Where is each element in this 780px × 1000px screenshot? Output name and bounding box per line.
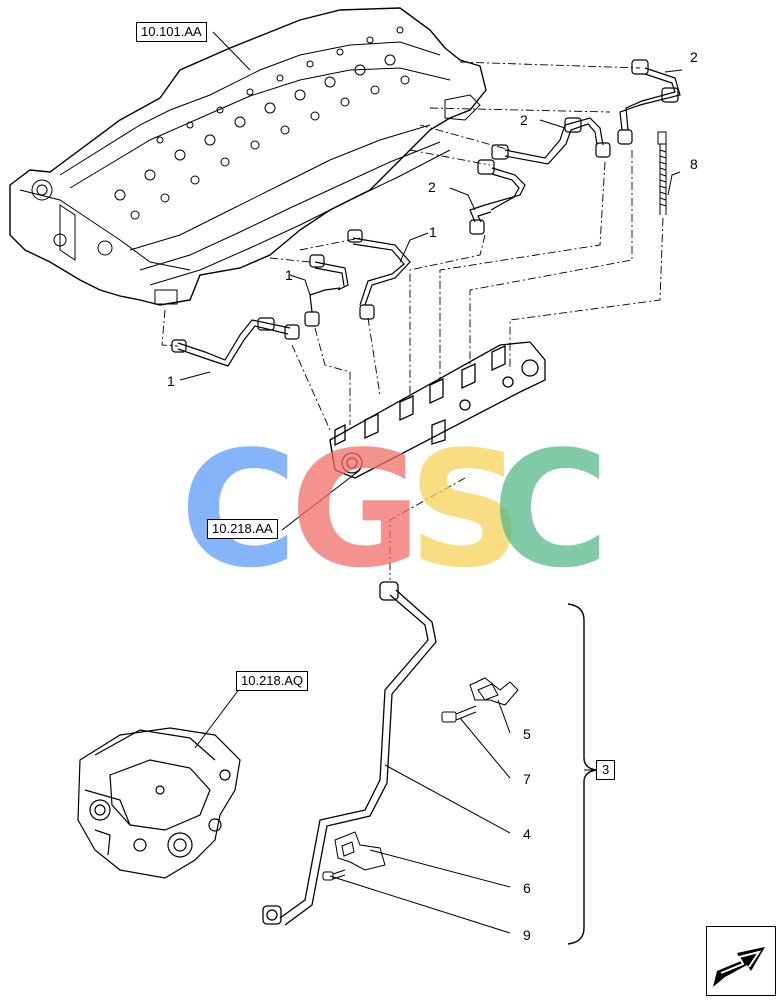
kit-bracket xyxy=(567,603,597,945)
navigation-button[interactable] xyxy=(706,926,776,996)
callout-2-upper: 2 xyxy=(690,49,698,65)
watermark-letter-s: S xyxy=(408,416,524,603)
cylinder-head xyxy=(9,7,487,306)
rail-bolt xyxy=(657,131,667,215)
leader-injection-pump xyxy=(194,687,241,749)
arrow-icon xyxy=(713,947,765,987)
clamp-lower xyxy=(322,831,386,881)
leader-cylinder-head xyxy=(212,31,251,71)
callout-4: 4 xyxy=(523,826,531,842)
injector-pipes-2 xyxy=(469,59,681,235)
callout-5: 5 xyxy=(523,726,531,742)
watermark-letter-c2: C xyxy=(492,416,610,603)
callout-9: 9 xyxy=(523,927,531,943)
watermark-letter-c1: C xyxy=(180,416,298,603)
callout-1-upper: 1 xyxy=(429,224,437,240)
callout-8: 8 xyxy=(690,156,698,172)
callout-7: 7 xyxy=(523,771,531,787)
injector-pipes-1 xyxy=(171,229,411,367)
callout-2-middle: 2 xyxy=(520,112,528,128)
ref-injection-pump[interactable]: 10.218.AQ xyxy=(236,671,309,691)
ref-kit[interactable]: 3 xyxy=(596,760,616,780)
callout-1-lower: 1 xyxy=(167,373,175,389)
injection-pump xyxy=(77,727,241,879)
ref-fuel-rail[interactable]: 10.218.AA xyxy=(207,519,278,539)
fuel-rail xyxy=(329,341,546,479)
leader-fuel-rail xyxy=(281,469,361,531)
ref-cylinder-head[interactable]: 10.101.AA xyxy=(136,22,207,42)
callout-1-middle: 1 xyxy=(285,267,293,283)
watermark-letter-g: G xyxy=(290,416,422,603)
callout-6: 6 xyxy=(523,880,531,896)
feed-pipe xyxy=(262,581,437,926)
clamp-upper xyxy=(441,677,519,723)
callout-2-lower: 2 xyxy=(428,179,436,195)
